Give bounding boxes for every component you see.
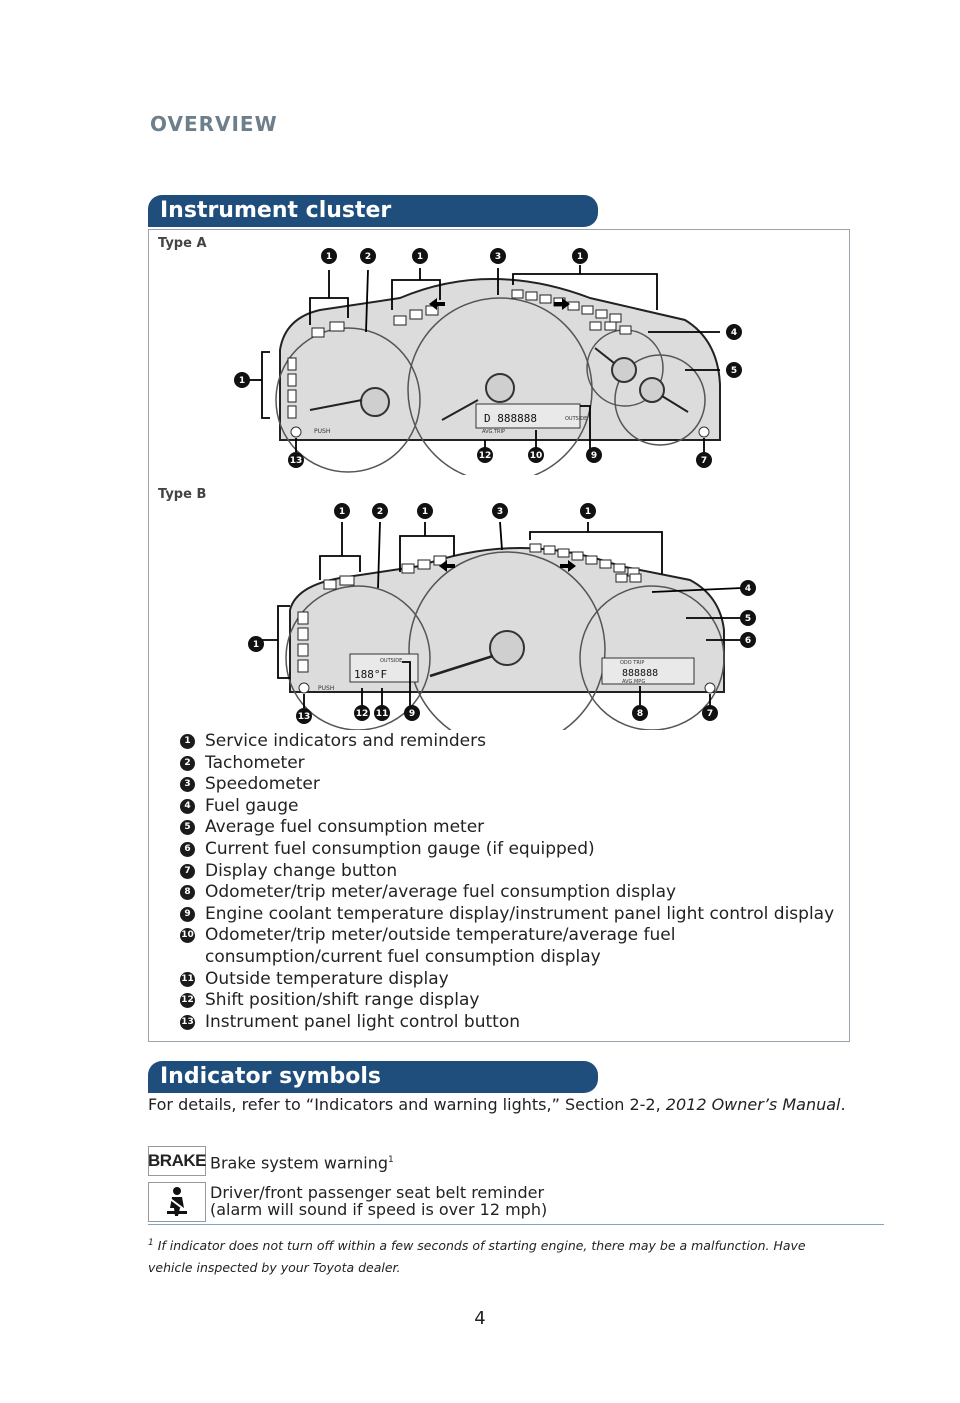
svg-text:13: 13 bbox=[298, 712, 311, 722]
seat-belt-label: Driver/front passenger seat belt reminde… bbox=[210, 1183, 548, 1219]
svg-text:2: 2 bbox=[377, 507, 383, 517]
legend-item: 8 Odometer/trip meter/average fuel consum… bbox=[180, 882, 840, 904]
legend-item: 5 Average fuel consumption meter bbox=[180, 817, 840, 839]
svg-text:6: 6 bbox=[745, 636, 751, 646]
legend-item: 1 Service indicators and reminders bbox=[180, 731, 840, 753]
footnote-divider bbox=[148, 1224, 884, 1225]
svg-text:1: 1 bbox=[339, 507, 345, 517]
svg-text:8: 8 bbox=[637, 709, 643, 719]
legend-item: 6 Current fuel consumption gauge (if equi… bbox=[180, 839, 840, 861]
legend-text: Current fuel consumption gauge (if equip… bbox=[205, 838, 595, 859]
legend-item: 9 Engine coolant temperature display/inst… bbox=[180, 904, 840, 926]
seat-belt-row: Driver/front passenger seat belt reminde… bbox=[148, 1182, 648, 1222]
legend-item: 11 Outside temperature display bbox=[180, 969, 840, 991]
svg-text:ODO TRIP: ODO TRIP bbox=[620, 660, 644, 666]
legend-text: Display change button bbox=[205, 860, 398, 881]
page-number: 4 bbox=[474, 1308, 486, 1329]
legend-item: 3 Speedometer bbox=[180, 774, 840, 796]
number-badge: 1 bbox=[180, 734, 195, 749]
legend-text: Instrument panel light control button bbox=[205, 1011, 520, 1032]
number-badge: 11 bbox=[180, 971, 195, 987]
svg-text:1: 1 bbox=[253, 640, 259, 650]
svg-text:PUSH: PUSH bbox=[318, 685, 334, 692]
instrument-cluster-panel bbox=[148, 229, 850, 1042]
number-badge: 2 bbox=[180, 755, 195, 771]
svg-text:2: 2 bbox=[365, 252, 371, 262]
svg-text:7: 7 bbox=[701, 456, 707, 466]
number-badge: 3 bbox=[180, 777, 195, 793]
legend-item: 7 Display change button bbox=[180, 861, 840, 883]
svg-text:OUTSIDE: OUTSIDE bbox=[565, 416, 587, 422]
svg-text:1: 1 bbox=[422, 507, 428, 517]
legend-item: 4 Fuel gauge bbox=[180, 796, 840, 818]
legend-item: 2 Tachometer bbox=[180, 753, 840, 775]
number-badge: 4 bbox=[180, 798, 195, 814]
svg-text:3: 3 bbox=[495, 252, 501, 262]
legend-text: Odometer/trip meter/outside temperature/… bbox=[205, 925, 676, 967]
legend-text: Service indicators and reminders bbox=[205, 731, 486, 751]
number-badge: 10 bbox=[180, 928, 195, 944]
number-badge: 9 bbox=[180, 906, 195, 922]
svg-text:OUTSIDE: OUTSIDE bbox=[380, 658, 402, 664]
manual-reference: 2012 Owner’s Manual bbox=[665, 1095, 841, 1114]
indicator-intro: For details, refer to “Indicators and wa… bbox=[148, 1095, 846, 1114]
svg-text:11: 11 bbox=[376, 709, 389, 719]
svg-text:D 888888: D 888888 bbox=[484, 412, 537, 425]
svg-text:4: 4 bbox=[745, 584, 751, 594]
svg-text:3: 3 bbox=[497, 507, 503, 517]
svg-text:AVG.MPG: AVG.MPG bbox=[622, 679, 645, 685]
indicator-symbols-heading: Indicator symbols bbox=[148, 1061, 598, 1093]
svg-text:12: 12 bbox=[356, 709, 369, 719]
svg-text:888888: 888888 bbox=[622, 668, 658, 679]
svg-text:1: 1 bbox=[326, 252, 332, 262]
legend-item: 12 Shift position/shift range display bbox=[180, 990, 840, 1012]
number-badge: 12 bbox=[180, 993, 195, 1009]
brake-warning-label: Brake system warning1 bbox=[210, 1153, 394, 1173]
type-b-cluster-diagram: 188°F OUTSIDE ODO TRIP 888888 AVG.MPG PU… bbox=[248, 503, 756, 730]
legend-text: Outside temperature display bbox=[205, 968, 449, 989]
svg-text:7: 7 bbox=[707, 709, 713, 719]
svg-text:9: 9 bbox=[591, 451, 597, 461]
type-a-cluster-diagram: D 888888 AVG.TRIP OUTSIDE PUSH 1 2 1 3 1… bbox=[234, 248, 742, 475]
number-badge: 8 bbox=[180, 885, 195, 901]
legend-text: Tachometer bbox=[205, 752, 305, 773]
type-a-label: Type A bbox=[158, 236, 207, 251]
svg-text:1: 1 bbox=[577, 252, 583, 262]
legend-text: Engine coolant temperature display/instr… bbox=[205, 903, 835, 924]
svg-text:5: 5 bbox=[731, 366, 737, 376]
svg-text:9: 9 bbox=[409, 709, 415, 719]
svg-text:188°F: 188°F bbox=[354, 668, 387, 681]
number-badge: 13 bbox=[180, 1014, 195, 1030]
instrument-cluster-heading: Instrument cluster bbox=[148, 195, 598, 227]
seat-belt-icon bbox=[148, 1182, 206, 1222]
number-badge: 7 bbox=[180, 863, 195, 879]
svg-text:PUSH: PUSH bbox=[314, 428, 330, 435]
svg-text:1: 1 bbox=[417, 252, 423, 262]
brake-warning-row: BRAKE Brake system warning1 bbox=[148, 1146, 648, 1176]
section-heading: OVERVIEW bbox=[150, 112, 278, 136]
legend-text: Fuel gauge bbox=[205, 795, 299, 816]
number-badge: 6 bbox=[180, 841, 195, 857]
svg-text:1: 1 bbox=[239, 376, 245, 386]
legend-text: Odometer/trip meter/average fuel consump… bbox=[205, 882, 677, 903]
svg-text:13: 13 bbox=[290, 456, 303, 466]
svg-text:5: 5 bbox=[745, 614, 751, 624]
type-b-label: Type B bbox=[158, 487, 207, 502]
number-badge: 5 bbox=[180, 820, 195, 836]
legend-text: Speedometer bbox=[205, 774, 320, 795]
svg-text:AVG.TRIP: AVG.TRIP bbox=[482, 429, 505, 435]
footnote: 1 If indicator does not turn off within … bbox=[148, 1238, 806, 1276]
legend-text: Shift position/shift range display bbox=[205, 990, 480, 1011]
svg-text:10: 10 bbox=[530, 451, 543, 461]
svg-text:4: 4 bbox=[731, 328, 737, 338]
svg-text:12: 12 bbox=[479, 451, 492, 461]
legend-text: Average fuel consumption meter bbox=[205, 817, 485, 838]
legend-item: 13 Instrument panel light control button bbox=[180, 1012, 840, 1034]
cluster-legend: 1 Service indicators and reminders 2 Tacho… bbox=[180, 731, 840, 1033]
brake-warning-icon: BRAKE bbox=[148, 1146, 206, 1176]
legend-item: 10 Odometer/trip meter/outside temperatur… bbox=[180, 925, 840, 968]
svg-text:1: 1 bbox=[585, 507, 591, 517]
